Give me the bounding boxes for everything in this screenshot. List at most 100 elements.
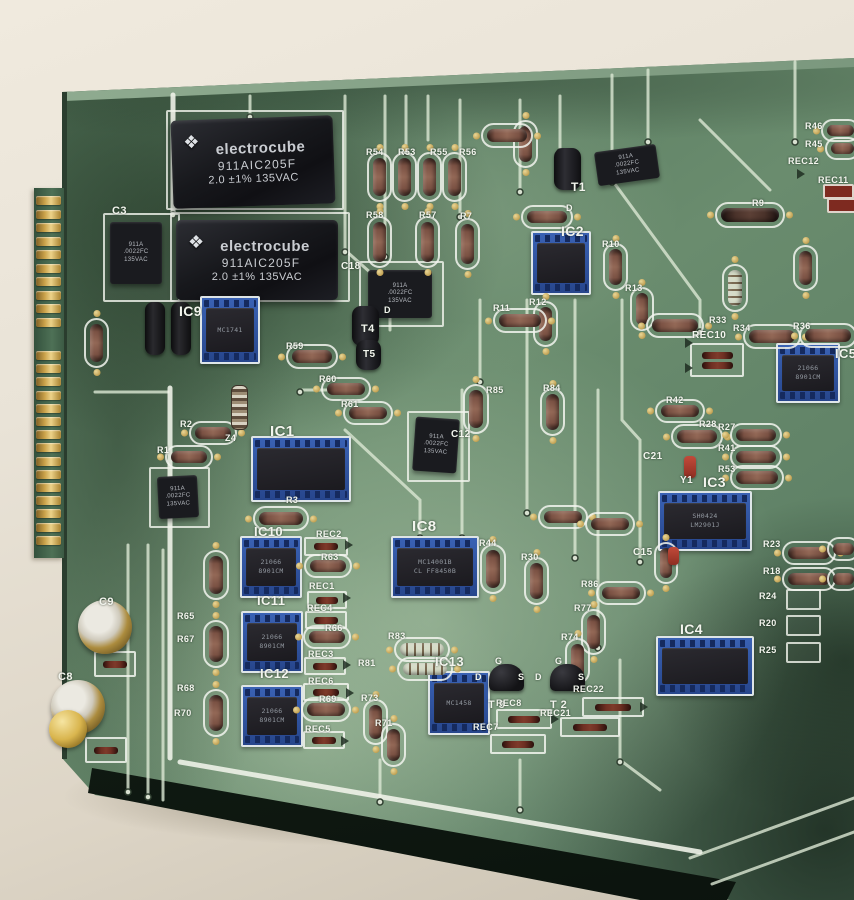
silkscreen-label: R44: [479, 538, 497, 548]
ic-chip: MC1741: [206, 308, 254, 352]
silkscreen-label: Y1: [680, 475, 694, 486]
rectifier-diode: [305, 611, 347, 629]
ic-pin-row: [662, 540, 748, 547]
capacitor-marking: 135VAC: [388, 297, 412, 304]
silkscreen-label: T 3: [488, 699, 506, 711]
silkscreen-label: R23: [763, 539, 781, 549]
resistor: [521, 205, 573, 229]
ic-chip: [662, 648, 748, 684]
silkscreen-label: R63: [321, 552, 339, 562]
resistor: [301, 697, 351, 722]
edge-connector-finger: [36, 377, 61, 387]
resistor: [367, 216, 392, 268]
transistor: [554, 148, 581, 190]
edge-connector-finger: [36, 263, 61, 273]
resistor: [743, 324, 801, 349]
electrocube-logo-icon: ❖: [182, 131, 200, 153]
silkscreen-label: C12: [451, 429, 471, 440]
diode-part: [827, 198, 854, 213]
edge-connector: [34, 188, 64, 558]
silkscreen-label: C18: [341, 261, 361, 272]
silkscreen-label: R30: [521, 552, 539, 562]
silkscreen-label: R81: [358, 658, 376, 668]
silkscreen-label: REC5: [305, 724, 331, 734]
rectifier-diode: [560, 717, 620, 737]
ic-chip: [537, 243, 585, 283]
resistor: [480, 544, 506, 594]
silkscreen-label: REC12: [788, 156, 820, 166]
silkscreen-label: R1: [157, 445, 170, 455]
edge-connector-finger: [36, 535, 61, 545]
silkscreen-label: IC13: [435, 654, 465, 669]
resistor: [321, 377, 371, 401]
silkscreen-label: T 2: [550, 699, 568, 711]
silkscreen-label: IC1: [270, 423, 295, 440]
silkscreen-label: R24: [759, 591, 777, 601]
resistor: [671, 424, 723, 449]
silkscreen-label: R27: [718, 422, 736, 432]
edge-connector-finger: [36, 351, 61, 360]
diode-symbol-icon: [345, 540, 353, 550]
diode-symbol-icon: [640, 702, 648, 712]
silkscreen-label: R53: [718, 464, 736, 474]
silkscreen-label: REC4: [307, 603, 333, 613]
silkscreen-label: REC21: [540, 708, 572, 718]
ic-socket: [251, 436, 351, 502]
edge-connector-finger: [36, 443, 61, 453]
capacitor-part-number: 911AIC205F: [217, 155, 297, 173]
diode-body: [501, 740, 535, 748]
rectifier-diode: [94, 651, 136, 677]
diode-body: [314, 616, 338, 624]
ic-chip: [257, 448, 345, 490]
resistor: [343, 401, 393, 425]
silkscreen-label: D: [566, 203, 573, 213]
diode-symbol-icon: [551, 714, 559, 724]
silkscreen-label: R74: [561, 632, 579, 642]
silkscreen-label: D: [475, 672, 482, 682]
resistor: [165, 445, 213, 469]
edge-connector-finger: [36, 236, 61, 246]
silkscreen-label: R2: [180, 419, 193, 429]
resistor: [825, 137, 854, 160]
ic-socket: MC1741: [200, 296, 260, 364]
diode-body: [507, 715, 541, 723]
silkscreen-label: R54: [366, 147, 384, 157]
silkscreen-label: C3: [112, 205, 127, 217]
resistor: [581, 609, 606, 655]
resistor: [84, 318, 109, 368]
silkscreen-label: C15: [633, 547, 653, 558]
capacitor-marking: .0022FC: [387, 290, 413, 297]
resistor: [793, 245, 818, 291]
silkscreen-label: R3: [286, 495, 299, 505]
capacitor-marking: 135VAC: [124, 256, 148, 263]
silkscreen-label: REC1: [309, 581, 335, 591]
transistor: [356, 340, 381, 370]
silkscreen-label: REC6: [308, 676, 334, 686]
ic-chip-marking: SH0424: [692, 512, 718, 521]
rectifier-diode: [307, 591, 347, 609]
rectifier-diode: [304, 657, 346, 675]
silkscreen-label: Z4: [225, 433, 237, 443]
silkscreen-label: R69: [319, 694, 337, 704]
silkscreen-label: R67: [177, 634, 195, 644]
silkscreen-label: R9: [752, 198, 765, 208]
diode-symbol-icon: [341, 736, 349, 746]
edge-connector-finger: [36, 304, 61, 313]
ic-pin-row: [204, 353, 256, 360]
resistor: [392, 152, 417, 202]
resistor: [367, 152, 392, 202]
rectifier-pair: [690, 343, 744, 377]
resistor: [540, 388, 565, 436]
silkscreen-label: R55: [430, 147, 448, 157]
ic-pin-row: [780, 347, 836, 354]
silkscreen-label: R68: [177, 683, 195, 693]
silkscreen-label: R13: [625, 283, 643, 293]
diode-symbol-icon: [346, 688, 354, 698]
